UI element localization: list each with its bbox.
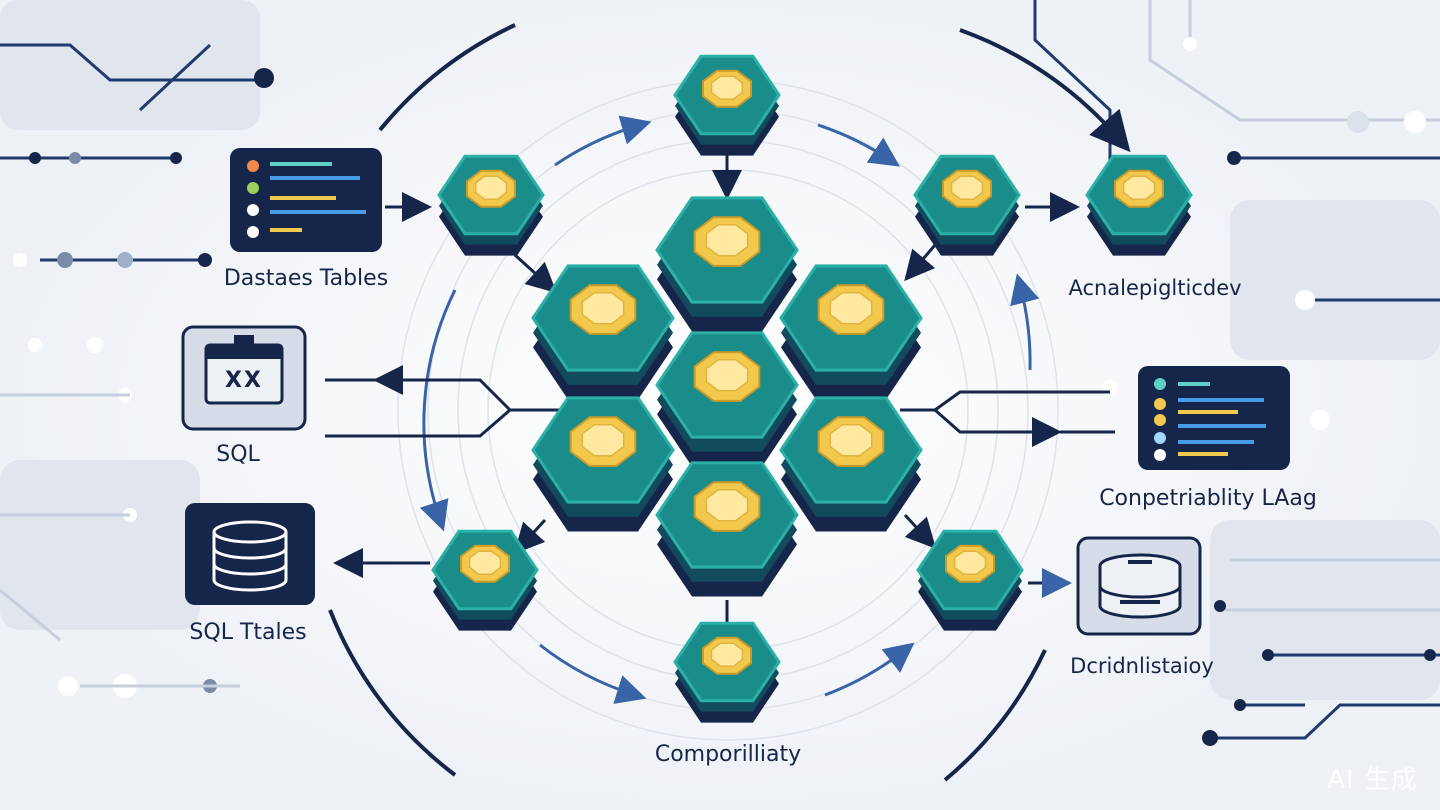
hex-block-center-right-lower <box>779 396 923 532</box>
hex-block-center-right-upper <box>779 264 923 400</box>
circuit-nodes-right <box>1102 37 1436 746</box>
label-compatibility-lag: Conpetriablity LAag <box>1099 486 1317 511</box>
panel-sql <box>181 325 307 431</box>
hex-block-right-upper-b <box>1085 154 1193 256</box>
label-sql-tables: SQL Ttales <box>189 620 307 645</box>
hex-block-center-left-upper <box>531 264 675 400</box>
hex-block-right-lower <box>916 529 1024 631</box>
label-database-tables: Dastaes Tables <box>223 266 389 291</box>
label-sql: SQL <box>216 442 260 467</box>
circuit-traces-right <box>1033 0 1440 740</box>
panel-database-tables <box>230 148 382 252</box>
label-compatibility-bottom: Comporilliaty <box>654 742 802 767</box>
connector-arrows <box>325 150 1115 640</box>
circuit-traces-right-light <box>1148 0 1440 612</box>
panel-code-right <box>1138 366 1290 470</box>
circuit-traces-left-lower <box>0 393 240 688</box>
hex-block-center-top <box>655 196 799 332</box>
hex-block-right-upper-a <box>913 154 1021 256</box>
label-distributed-db: Dcridnlistaioy <box>1070 654 1214 678</box>
flow-arcs <box>419 115 1040 704</box>
panel-distributed-db <box>1076 536 1202 636</box>
hex-block-center-bottom <box>655 461 799 597</box>
hex-block-center <box>655 331 799 467</box>
outer-arcs <box>328 23 1131 782</box>
hex-block-left-lower <box>431 529 539 631</box>
panel-sql-tables <box>185 503 315 605</box>
hex-block-left-upper <box>437 154 545 256</box>
hexagon-cluster <box>431 54 1193 723</box>
sql-window-text: XX <box>225 368 263 393</box>
watermark: AI 生成 <box>1327 765 1418 795</box>
label-analytics-top-right: Acnalepiglticdev <box>1068 276 1242 300</box>
hex-block-bottom <box>673 621 781 723</box>
hex-block-center-left-lower <box>531 396 675 532</box>
hex-block-top <box>673 54 781 156</box>
